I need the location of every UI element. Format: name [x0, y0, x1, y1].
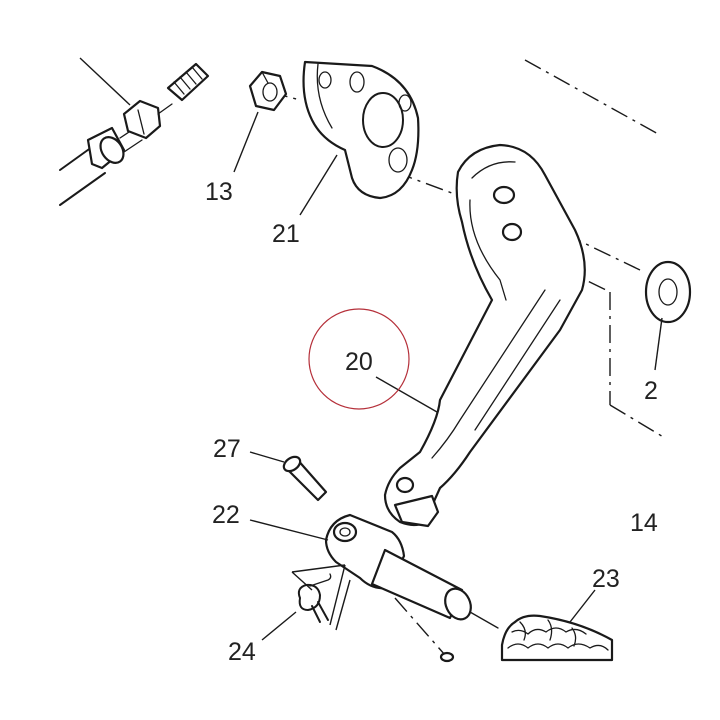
pedal-arm-20: [375, 143, 586, 528]
callout-20: 20: [345, 348, 373, 376]
callout-14: 14: [630, 509, 658, 537]
callout-27: 27: [213, 435, 241, 463]
leader-line: [79, 57, 131, 106]
leader-line-24: [261, 611, 297, 641]
clevis-22: [249, 513, 472, 621]
leader-line-27: [249, 451, 285, 463]
leader-line-21: [299, 154, 338, 216]
cable-adjuster-assembly: [59, 57, 210, 206]
callout-21: 21: [272, 220, 300, 248]
callout-13: 13: [205, 178, 233, 206]
callout-2: 2: [644, 377, 658, 405]
leader-line-23: [569, 589, 596, 623]
nut-13: [233, 70, 288, 173]
pin-27: [249, 451, 328, 502]
leader-line-13: [233, 111, 259, 173]
callout-22: 22: [212, 501, 240, 529]
callout-24: 24: [228, 638, 256, 666]
bracket-21: [299, 60, 420, 216]
pedal-rubber-23: [439, 589, 614, 663]
leader-line-20: [375, 376, 438, 413]
leader-line-2: [654, 317, 663, 371]
highlight-circle: [308, 308, 410, 410]
callout-23: 23: [592, 565, 620, 593]
washer-2: [644, 260, 692, 371]
callout-labels: 13 21 20 27 22 24 23 14 2: [205, 178, 658, 666]
clip-24: [261, 564, 351, 641]
leader-line-22: [249, 519, 329, 541]
